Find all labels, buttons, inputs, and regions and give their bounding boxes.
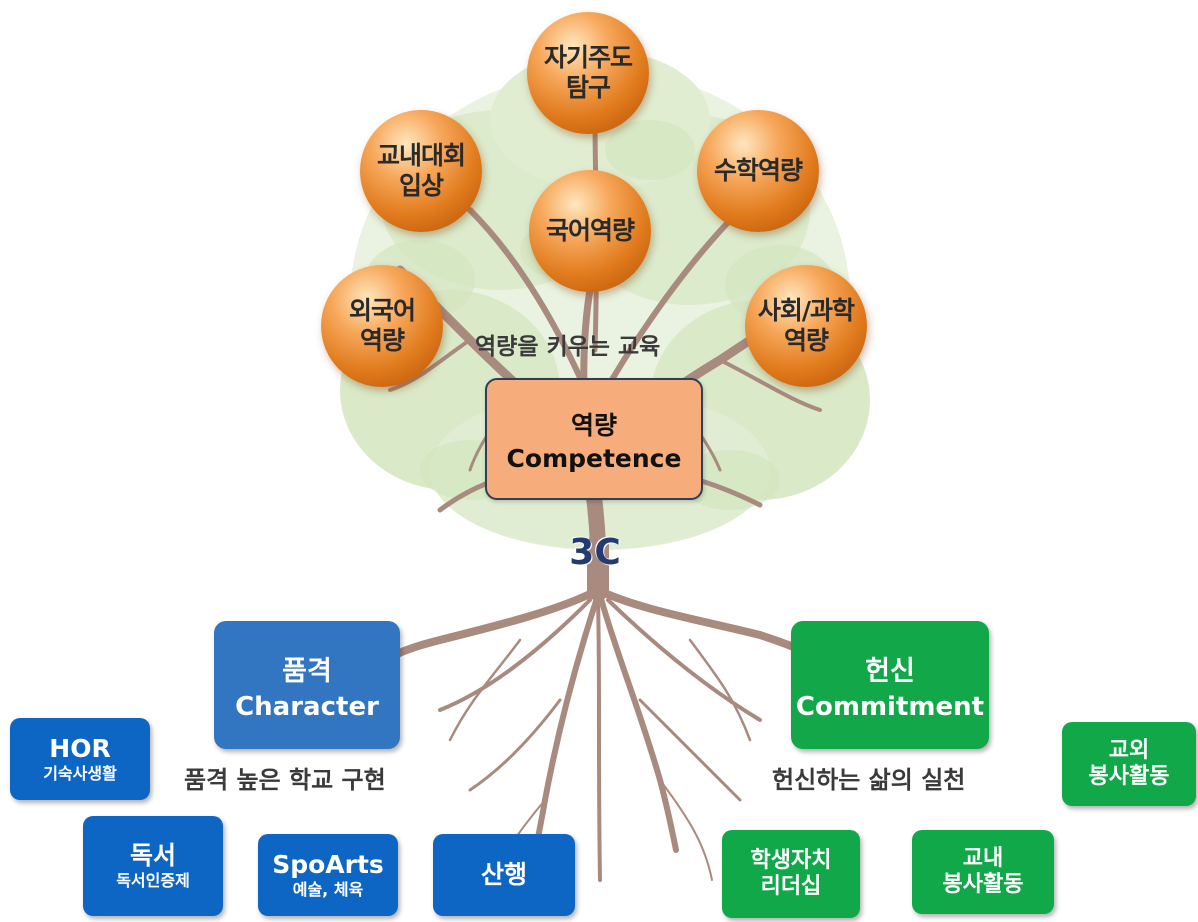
competency-orb-social-science: 사회/과학 역량 bbox=[745, 265, 867, 387]
commitment-title-ko: 헌신 bbox=[865, 655, 915, 687]
program-reading-sub: 독서인증제 bbox=[116, 871, 190, 891]
character-title-ko: 품격 bbox=[282, 655, 332, 687]
program-hor: HOR 기숙사생활 bbox=[10, 718, 150, 800]
competency-orb-contest-awards: 교내대회 입상 bbox=[360, 110, 482, 232]
program-external-volunteer: 교외 봉사활동 bbox=[1062, 722, 1196, 806]
commitment-box: 헌신 Commitment bbox=[791, 621, 989, 749]
competence-title-en: Competence bbox=[506, 443, 682, 473]
program-reading: 독서 독서인증제 bbox=[83, 816, 223, 916]
program-external-volunteer-label: 교외 봉사활동 bbox=[1088, 738, 1170, 789]
program-student-leadership-label: 학생자치 리더십 bbox=[750, 848, 832, 899]
competence-title-ko: 역량 bbox=[570, 410, 617, 440]
program-hiking-label: 산행 bbox=[480, 860, 527, 890]
program-hor-sub: 기숙사생활 bbox=[43, 764, 117, 784]
tree-label-3c: 3C bbox=[569, 532, 621, 573]
competency-orb-math: 수학역량 bbox=[697, 110, 819, 232]
competency-orb-korean: 국어역량 bbox=[529, 170, 651, 292]
program-student-leadership: 학생자치 리더십 bbox=[722, 830, 860, 918]
commitment-caption: 헌신하는 삶의 실천 bbox=[772, 766, 966, 794]
program-spoarts: SpoArts 예술, 체육 bbox=[258, 834, 398, 916]
program-spoarts-label: SpoArts bbox=[272, 849, 384, 879]
character-box: 품격 Character bbox=[214, 621, 400, 749]
roots bbox=[391, 534, 804, 882]
competency-orb-foreign-language: 외국어 역량 bbox=[321, 265, 443, 387]
program-internal-volunteer: 교내 봉사활동 bbox=[912, 830, 1054, 914]
program-hiking: 산행 bbox=[433, 834, 575, 916]
character-title-en: Character bbox=[235, 691, 379, 722]
competence-box: 역량 Competence bbox=[485, 378, 703, 500]
competency-orb-self-directed: 자기주도 탐구 bbox=[527, 12, 649, 134]
program-hor-label: HOR bbox=[49, 733, 111, 763]
program-internal-volunteer-label: 교내 봉사활동 bbox=[942, 846, 1024, 897]
program-reading-label: 독서 bbox=[129, 840, 176, 870]
competence-caption: 역량을 키우는 교육 bbox=[475, 334, 661, 360]
program-spoarts-sub: 예술, 체육 bbox=[292, 880, 364, 900]
commitment-title-en: Commitment bbox=[795, 691, 985, 722]
character-caption: 품격 높은 학교 구현 bbox=[184, 766, 386, 794]
